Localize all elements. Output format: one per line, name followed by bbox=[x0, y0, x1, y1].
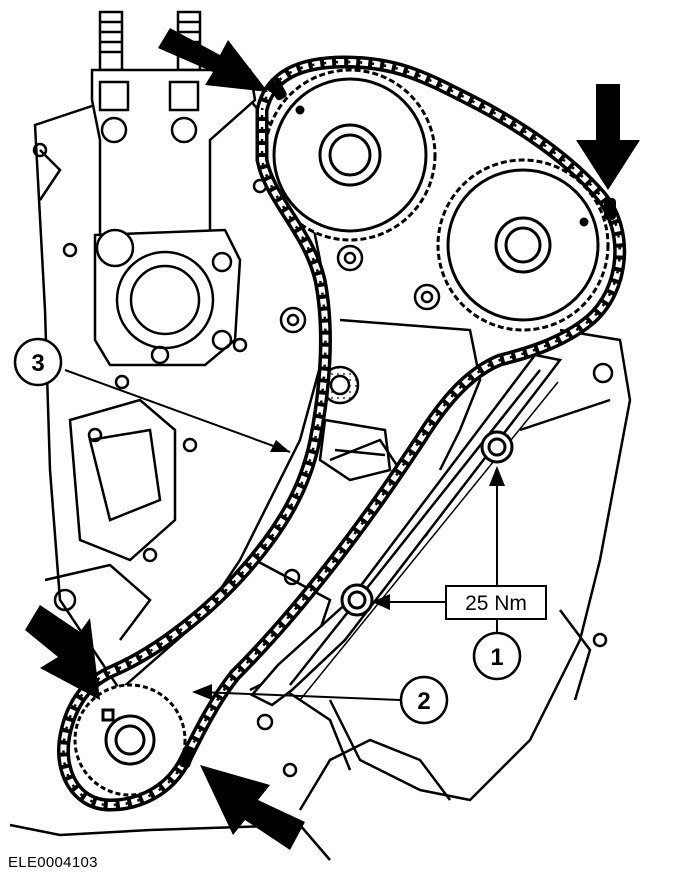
timing-mark-arrow-crank-bottom bbox=[200, 765, 305, 850]
callout-2: 2 bbox=[399, 675, 449, 725]
leader-arrowheads bbox=[192, 440, 505, 700]
timing-mark-links bbox=[178, 79, 616, 769]
timing-mark-arrow-crank-top bbox=[25, 605, 100, 700]
camshaft-sprocket-right bbox=[436, 158, 610, 332]
callout-2-label: 2 bbox=[417, 688, 430, 715]
callout-1-label: 1 bbox=[490, 644, 503, 671]
timing-mark-arrow-right bbox=[576, 84, 640, 190]
timing-mark-arrow-top bbox=[158, 28, 268, 92]
callout-3-label: 3 bbox=[31, 350, 44, 377]
pump-housing bbox=[32, 142, 268, 612]
torque-callout: 25 Nm bbox=[445, 585, 547, 620]
figure-id: ELE0004103 bbox=[8, 854, 98, 871]
guide-bolt-upper bbox=[480, 430, 514, 464]
torque-label: 25 Nm bbox=[465, 592, 527, 615]
tensioner-assembly bbox=[256, 244, 614, 778]
crankshaft-sprocket bbox=[73, 683, 187, 797]
callout-3: 3 bbox=[13, 337, 63, 387]
guide-bolt-lower bbox=[340, 583, 374, 617]
timing-chain-pins bbox=[62, 60, 621, 807]
callout-1: 1 bbox=[472, 631, 522, 681]
camshaft-sprocket-left bbox=[263, 68, 437, 242]
engine-block-outline bbox=[9, 98, 632, 861]
